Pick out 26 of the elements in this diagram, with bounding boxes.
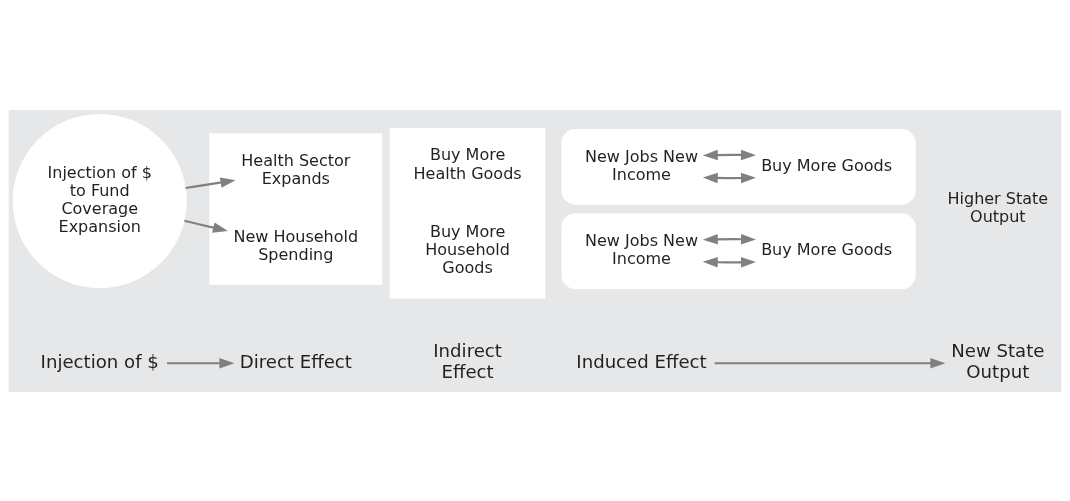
arrow xyxy=(702,149,756,160)
node-text: Buy More Health Goods xyxy=(413,144,522,183)
node-text: Higher State Output xyxy=(947,188,1049,226)
node-text: Buy More Goods xyxy=(761,239,893,259)
arrow xyxy=(702,233,756,245)
node-text: New State Output xyxy=(951,339,1045,382)
cluster xyxy=(389,127,546,299)
node-text: New Household Spending xyxy=(233,226,359,264)
node-text: Buy More Goods xyxy=(761,155,893,175)
arrow xyxy=(702,172,756,183)
node-text: Buy More Household Goods xyxy=(425,221,510,277)
node-text: Health Sector Expands xyxy=(241,150,351,188)
node-text: New Jobs New Income xyxy=(585,230,698,268)
arrow xyxy=(184,219,228,233)
node-text: Indirect Effect xyxy=(433,339,502,382)
cluster xyxy=(561,128,916,205)
node-text: Injection of $ xyxy=(40,350,159,372)
arrow xyxy=(714,357,946,368)
node-text: Induced Effect xyxy=(576,350,707,372)
node-circle: Injection of $ to Fund Coverage Expansion xyxy=(12,113,187,288)
node-text: Direct Effect xyxy=(239,350,352,372)
cluster xyxy=(561,212,916,289)
node-text: New Jobs New Income xyxy=(585,146,698,184)
arrow xyxy=(702,256,756,268)
arrow xyxy=(167,357,235,368)
arrow xyxy=(185,176,236,189)
